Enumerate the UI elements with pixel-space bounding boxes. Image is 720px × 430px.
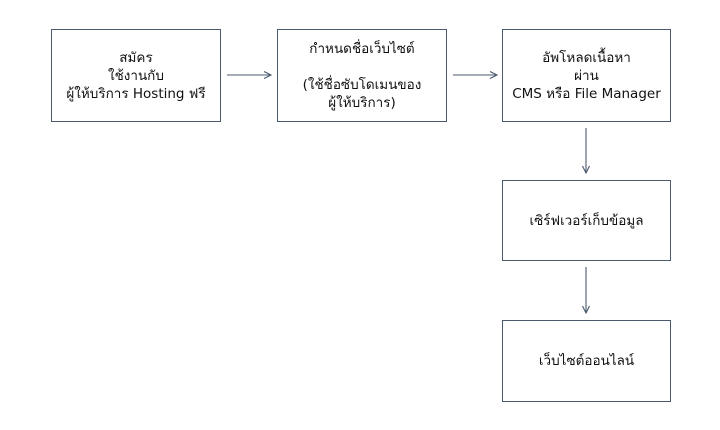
node-online: เว็บไซต์ออนไลน์ xyxy=(502,320,671,402)
node-signup: สมัคร ใช้งานกับ ผู้ให้บริการ Hosting ฟรี xyxy=(51,29,221,122)
node-server-label: เซิร์ฟเวอร์เก็บข้อมูล xyxy=(529,212,644,229)
node-upload-label: อัพโหลดเนื้อหา ผ่าน CMS หรือ File Manage… xyxy=(512,49,661,102)
node-domain: กำหนดชื่อเว็บไซต์ (ใช้ชื่อซับโดเมนของ ผู… xyxy=(277,29,447,122)
node-upload: อัพโหลดเนื้อหา ผ่าน CMS หรือ File Manage… xyxy=(502,29,671,122)
node-online-label: เว็บไซต์ออนไลน์ xyxy=(538,353,635,369)
node-signup-label: สมัคร ใช้งานกับ ผู้ให้บริการ Hosting ฟรี xyxy=(66,49,206,102)
node-domain-label: กำหนดชื่อเว็บไซต์ (ใช้ชื่อซับโดเมนของ ผู… xyxy=(302,40,422,111)
node-server: เซิร์ฟเวอร์เก็บข้อมูล xyxy=(502,180,671,261)
